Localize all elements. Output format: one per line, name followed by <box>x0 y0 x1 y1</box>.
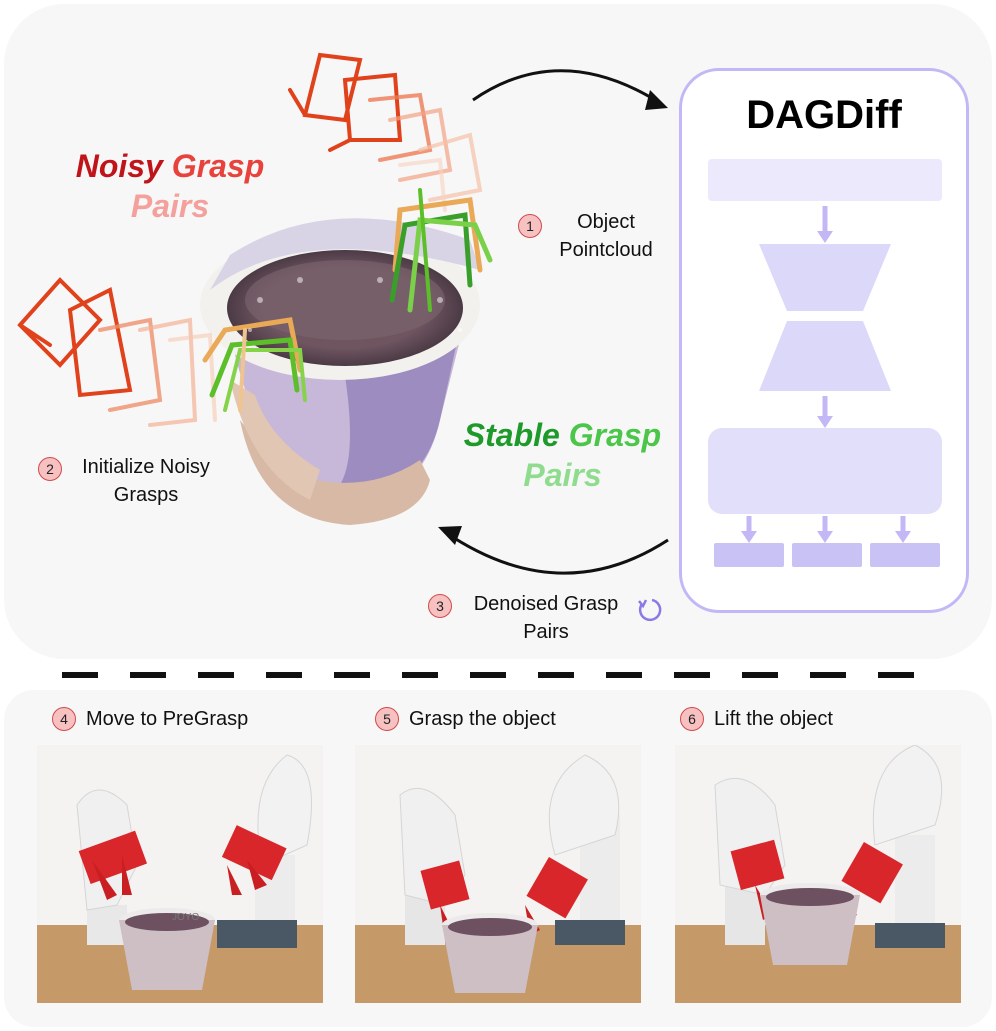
step1-badge: 1 <box>518 214 542 238</box>
noisy-word: Noisy <box>75 148 163 184</box>
stable-grasp-label: Stable Grasp Pairs <box>445 415 680 495</box>
step6-label: Lift the object <box>714 707 833 730</box>
pointcloud-speckle <box>248 277 462 332</box>
transformer-block <box>708 428 942 514</box>
arrow-to-dagdiff <box>472 69 661 105</box>
step5-label: Grasp the object <box>409 707 556 730</box>
step4-label: Move to PreGrasp <box>86 707 249 730</box>
step5: 5 Grasp the object <box>375 707 556 731</box>
flow-arrows <box>438 69 669 575</box>
step6-badge: 6 <box>680 707 704 731</box>
step1-line1: Object <box>577 211 635 233</box>
arrow-from-dagdiff <box>444 530 669 575</box>
output-block-3 <box>870 543 940 567</box>
output-block-1 <box>714 543 784 567</box>
step5-badge: 5 <box>375 707 399 731</box>
step3-badge: 3 <box>428 594 452 618</box>
decoder-trapezoid <box>759 321 891 391</box>
dagdiff-architecture <box>708 159 942 567</box>
step4-badge: 4 <box>52 707 76 731</box>
photo-grasp-object <box>355 745 641 1003</box>
grasp-word: Grasp <box>171 148 265 184</box>
pointcloud-illustration <box>17 52 493 525</box>
bucket-side <box>230 380 320 500</box>
stable-grasps-left <box>202 317 307 412</box>
bucket-text: JOYO <box>172 912 199 923</box>
noisy-grasps-top <box>288 52 483 212</box>
step3-line2: Pairs <box>523 621 569 643</box>
photo-move-to-pregrasp: JOYO <box>37 745 323 1003</box>
section-divider <box>62 672 946 678</box>
step2-badge: 2 <box>38 457 62 481</box>
step2-line2: Grasps <box>113 484 179 506</box>
stable-pairs-word: Pairs <box>523 457 602 493</box>
stable-grasp-word: Grasp <box>568 417 662 453</box>
step2-line1: Initialize Noisy <box>82 456 210 478</box>
refresh-icon <box>638 598 662 621</box>
bucket-base <box>240 420 430 525</box>
encoder-trapezoid <box>759 244 891 311</box>
step3-line1: Denoised Grasp <box>473 593 619 615</box>
stable-word: Stable <box>463 417 560 453</box>
dagdiff-box: DAGDiff <box>679 68 969 613</box>
step3: 3 Denoised Grasp Pairs <box>428 590 662 650</box>
noisy-pairs-word: Pairs <box>130 188 210 224</box>
stable-grasps-right <box>389 188 493 313</box>
step4: 4 Move to PreGrasp <box>52 707 248 731</box>
dagdiff-title: DAGDiff <box>746 93 902 137</box>
step1-line2: Pointcloud <box>559 239 653 261</box>
input-block <box>708 159 942 201</box>
step2: 2 Initialize Noisy Grasps <box>38 453 238 513</box>
noisy-grasp-label: Noisy Grasp Pairs <box>50 146 290 226</box>
output-block-2 <box>792 543 862 567</box>
step6: 6 Lift the object <box>680 707 833 731</box>
photo-lift-object <box>675 745 961 1003</box>
